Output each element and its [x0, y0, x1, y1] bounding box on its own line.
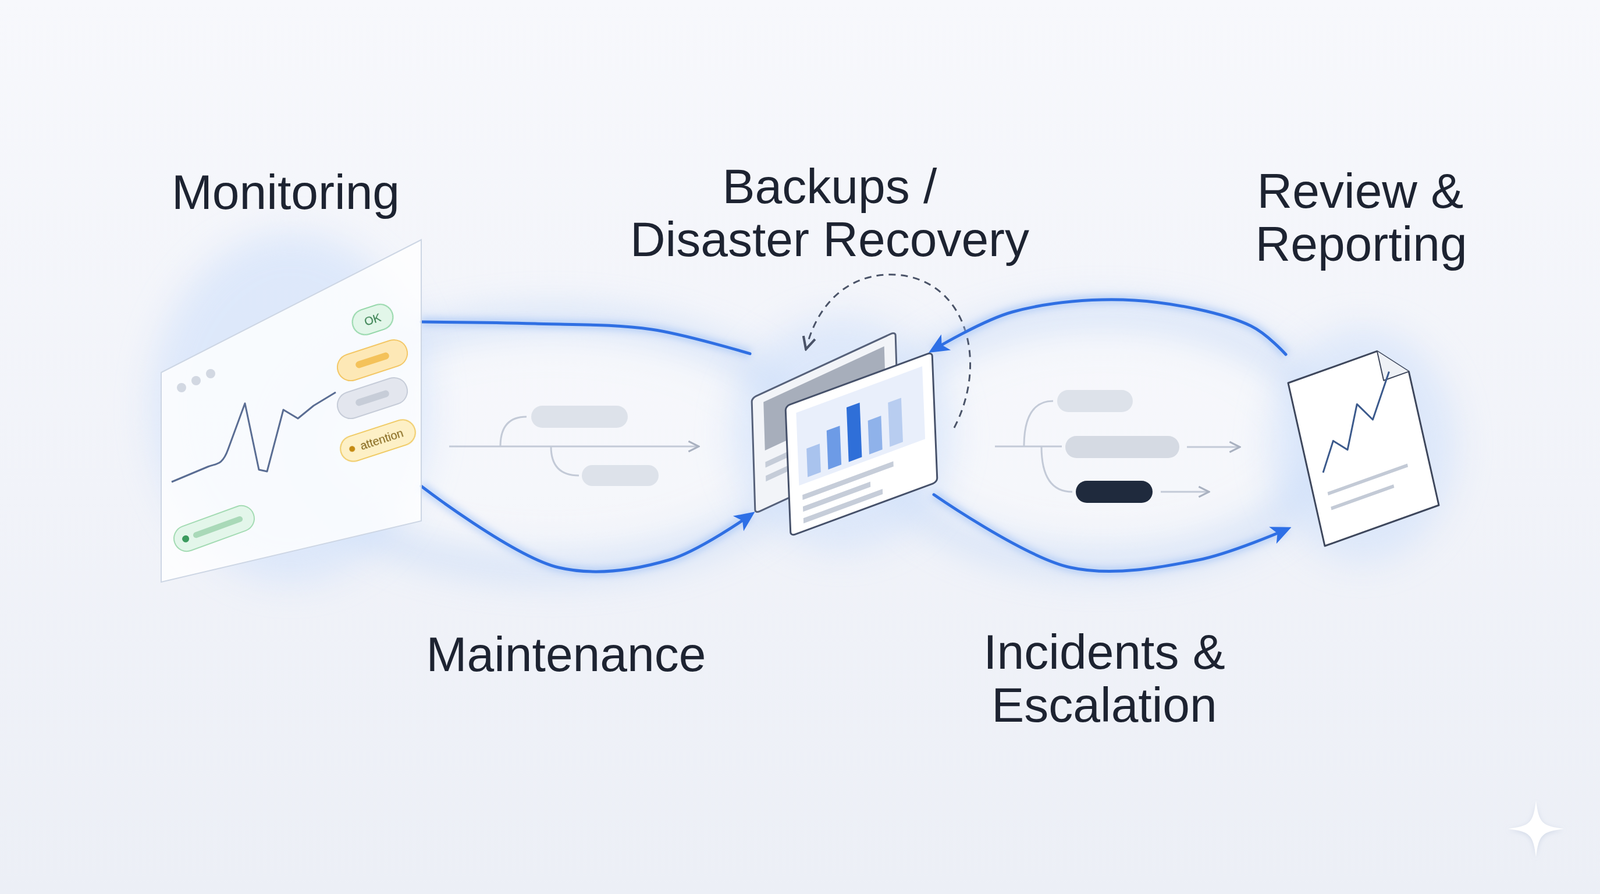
flow-line [994, 445, 1062, 448]
flow-pill [1065, 435, 1180, 458]
connector-glow [933, 494, 1286, 572]
sparkle-mark [1508, 800, 1564, 857]
flow-line [449, 445, 699, 448]
backup-cards [749, 328, 934, 536]
connector-glow [421, 485, 750, 572]
window-dot [176, 382, 187, 393]
flow-pill [1075, 480, 1153, 503]
heartbeat-line [171, 392, 336, 482]
loop-connector [933, 494, 1286, 572]
flow-branch [1024, 400, 1054, 447]
status-pill [170, 502, 258, 556]
loop-connector [421, 321, 750, 354]
report-document [1285, 342, 1439, 546]
loop-connector [933, 299, 1286, 355]
flow-arrow [1160, 491, 1210, 493]
flow-pill [581, 464, 659, 486]
document [1288, 342, 1439, 546]
flow-branch [500, 416, 527, 447]
flow-branch [550, 446, 579, 476]
stage-node: Backups / Disaster Recovery [749, 328, 934, 536]
window-dot [191, 375, 201, 386]
stage-node: Monitoring [161, 239, 422, 582]
loop-connector-group [933, 299, 1286, 355]
connector-glow [421, 321, 750, 354]
front-card [785, 352, 938, 536]
stage-title: Backups / Disaster Recovery [628, 160, 1032, 266]
window-dot [205, 368, 216, 379]
stage-title: Review & Reporting [1255, 164, 1466, 271]
flow-pill [531, 405, 628, 428]
edge-label: Incidents & Escalation [980, 625, 1229, 732]
node-glow [151, 232, 1456, 582]
stage-title: Monitoring [170, 165, 402, 219]
loop-connector-group [421, 485, 750, 572]
connector-glow [933, 299, 1286, 355]
loop-connector [421, 485, 750, 572]
status-pill [333, 374, 411, 422]
loop-connector-group [933, 494, 1286, 572]
monitoring-panel [161, 239, 422, 582]
stage-node: Review & Reporting [1285, 342, 1439, 546]
loop-connector-group [421, 321, 750, 354]
loop-halo [300, 316, 1322, 567]
panel-outline [161, 239, 422, 582]
flow-pill [1057, 389, 1133, 412]
status-pill [333, 336, 411, 384]
flow-arrow [1186, 446, 1240, 448]
edge-label: Maintenance [425, 627, 708, 681]
